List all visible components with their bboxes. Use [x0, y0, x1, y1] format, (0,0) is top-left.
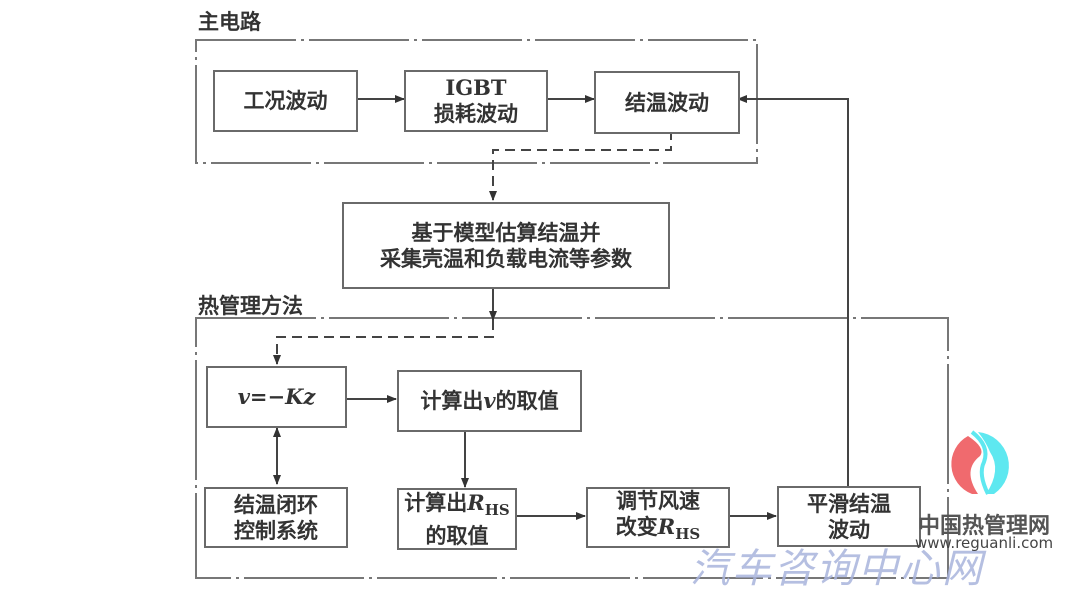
node-label-line2: 波动 [828, 516, 870, 542]
logo-name: 中国热管理网 [918, 514, 1051, 539]
node-label-line1: IGBT [445, 75, 507, 100]
node-label: 工况波动 [243, 88, 328, 113]
subscript: HS [484, 500, 510, 519]
var-R: R [657, 514, 676, 539]
logo-url: www.reguanli.com [915, 534, 1054, 552]
arrow-smooth-feedback [737, 95, 849, 486]
node-adjust-fan-speed: 调节风速 改变RHS [586, 487, 730, 548]
group-label-main-circuit: 主电路 [198, 9, 261, 34]
node-label-line1: 计算出RHS [404, 490, 509, 523]
node-control-law: v=−Kz [206, 366, 347, 428]
node-label: 计算出v的取值 [420, 388, 558, 414]
node-condition-fluctuation: 工况波动 [213, 70, 358, 132]
node-junction-temp-fluctuation: 结温波动 [594, 71, 740, 134]
node-label-line1: 结温闭环 [234, 491, 318, 517]
var-v: v [237, 384, 250, 409]
node-label-line2: 改变RHS [616, 514, 700, 547]
node-smooth-junction-temp: 平滑结温 波动 [777, 486, 921, 547]
node-calc-rhs: 计算出RHS 的取值 [397, 488, 517, 550]
node-label-line1: 平滑结温 [807, 490, 891, 516]
node-label-line1: 调节风速 [616, 488, 700, 513]
node-model-estimation: 基于模型估算结温并 采集壳温和负载电流等参数 [342, 202, 670, 289]
logo-icon [951, 430, 1009, 495]
node-label-line2: 损耗波动 [434, 101, 518, 126]
node-label-line2: 的取值 [425, 522, 489, 548]
subscript: HS [675, 525, 701, 543]
watermark-text: 汽车咨询中心网 [690, 546, 984, 592]
control-law-formula: v=−Kz [238, 384, 316, 410]
thermal-method-frame [195, 317, 949, 579]
group-label-thermal-method: 热管理方法 [198, 293, 303, 318]
node-label: 结温波动 [625, 89, 709, 115]
var-v: v [483, 388, 496, 413]
node-calc-v: 计算出v的取值 [397, 370, 582, 432]
main-circuit-frame [195, 39, 758, 164]
text: 的取值 [495, 388, 559, 413]
dashed-to-control-law [273, 320, 494, 365]
node-closed-loop-control: 结温闭环 控制系统 [204, 487, 348, 548]
var-R: R [467, 489, 485, 515]
text: 改变 [615, 514, 658, 539]
node-igbt-loss-fluctuation: IGBT 损耗波动 [404, 70, 548, 132]
node-label-line2: 采集壳温和负载电流等参数 [380, 245, 632, 271]
var-K: K [285, 384, 304, 409]
equals-minus: =− [249, 384, 286, 409]
text: 计算出 [420, 388, 484, 413]
node-label-line2: 控制系统 [234, 517, 318, 543]
var-z: z [303, 384, 316, 409]
node-label-line1: 基于模型估算结温并 [411, 219, 601, 245]
text: 计算出 [404, 489, 468, 515]
dashed-junction-to-estimate [489, 130, 672, 201]
